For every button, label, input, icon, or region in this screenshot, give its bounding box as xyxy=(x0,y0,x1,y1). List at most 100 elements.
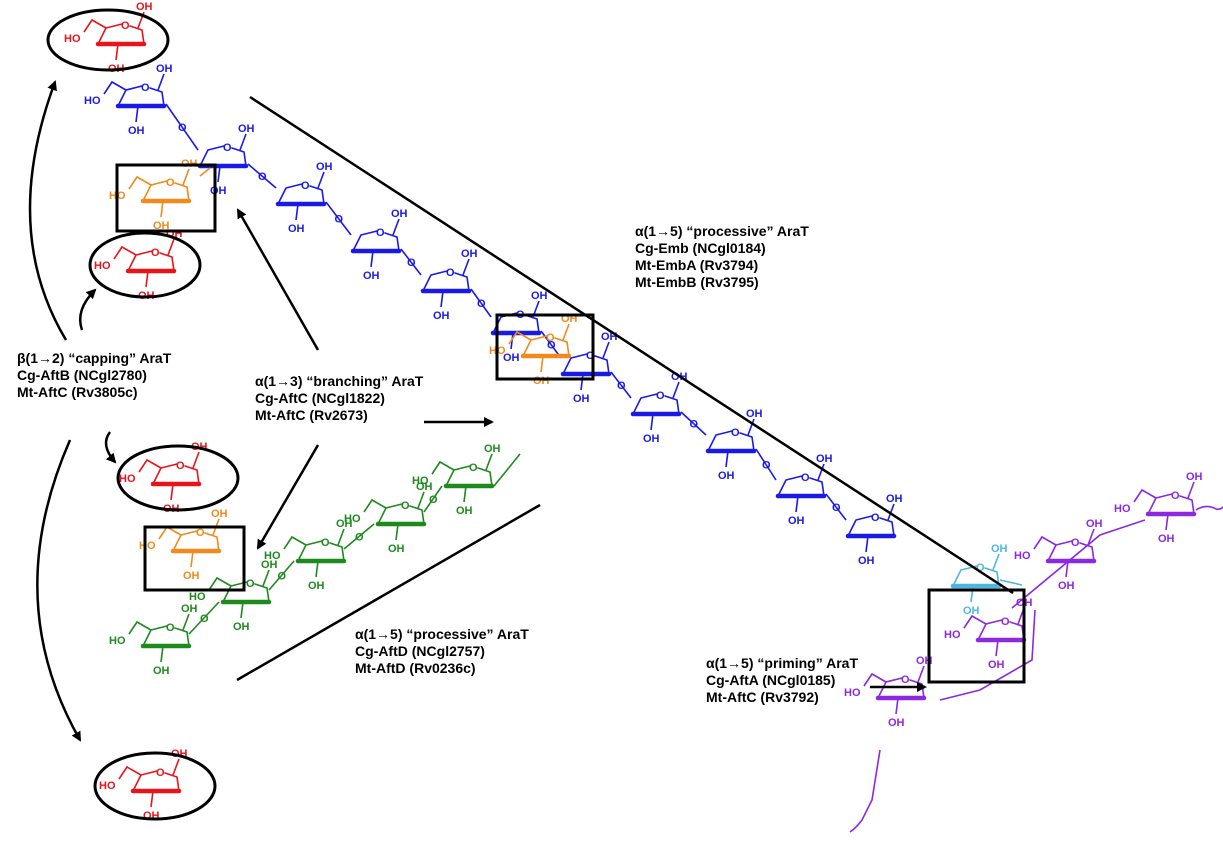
priming-araT-title: α(1→5) “priming” AraT xyxy=(706,655,858,671)
main-chain-arabinose: O OH OH xyxy=(420,248,478,322)
priming-araT-label: α(1→5) “priming” AraT Cg-AftA (NCgl0185)… xyxy=(706,655,858,706)
glycosidic-bond xyxy=(835,506,847,521)
primary-hydroxyl-label: HO xyxy=(264,550,281,562)
branching-araT-mt: Mt-AftC (Rv2673) xyxy=(255,407,368,423)
hydroxyl-label: OH xyxy=(363,270,380,282)
main-chain-arabinose: O OH OH xyxy=(775,453,833,527)
processive-top-araT-title: α(1→5) “processive” AraT xyxy=(635,223,809,239)
ring-oxygen-label: O xyxy=(166,622,175,634)
hydroxyl-label: OH xyxy=(316,161,333,173)
processive-bottom-araT-cg: Cg-AftD (NCgl2757) xyxy=(355,643,485,659)
glycosidic-oxygen-label: O xyxy=(407,257,416,269)
processive-top-araT-label: α(1→5) “processive” AraT Cg-Emb (NCgl018… xyxy=(635,223,809,291)
glycosidic-bond xyxy=(181,126,199,151)
hydroxyl-label: OH xyxy=(336,518,353,530)
primary-hydroxyl-label: HO xyxy=(1114,503,1131,515)
primary-hydroxyl-label: HO xyxy=(139,540,156,552)
glycosidic-bond xyxy=(610,371,622,386)
glycosidic-bond xyxy=(470,288,482,304)
branching-araT-label: α(1→3) “branching” AraT Cg-AftC (NCgl182… xyxy=(255,373,423,424)
ring-oxygen-label: O xyxy=(376,227,385,239)
hydroxyl-label: OH xyxy=(1186,471,1203,483)
capping-arrow-small xyxy=(78,288,97,331)
branching-arrow-down xyxy=(256,444,320,550)
hydroxyl-label: OH xyxy=(261,559,278,571)
glycosidic-bond xyxy=(680,411,695,425)
priming-araT-cg: Cg-AftA (NCgl0185) xyxy=(706,672,836,688)
primary-hydroxyl-label: HO xyxy=(944,629,961,641)
capping-unit-outline xyxy=(88,231,202,299)
hydroxyl-label: OH xyxy=(858,555,875,567)
branching-araT-cg: Cg-AftC (NCgl1822) xyxy=(255,390,385,406)
primary-hydroxyl-label: HO xyxy=(412,475,429,487)
priming-araT-mt: Mt-AftC (Rv3792) xyxy=(706,689,819,705)
ring-oxygen-label: O xyxy=(469,462,478,474)
glycosidic-bond xyxy=(247,163,263,177)
ring-oxygen-label: O xyxy=(801,472,810,484)
ring-oxygen-label: O xyxy=(246,578,255,590)
hydroxyl-label: OH xyxy=(456,505,473,517)
hydroxyl-label: OH xyxy=(888,717,905,729)
glycosidic-bond xyxy=(268,574,283,591)
hydroxyl-label: OH xyxy=(416,481,433,493)
ring-oxygen-label: O xyxy=(731,427,740,439)
branching-arrow-up xyxy=(236,208,320,351)
glycosidic-oxygen-label: O xyxy=(355,532,364,544)
hydroxyl-label: OH xyxy=(788,515,805,527)
ring-oxygen-label: O xyxy=(301,180,310,192)
glycosidic-oxygen-label: O xyxy=(762,460,771,472)
galactan-continuation xyxy=(849,749,881,833)
ring-oxygen-label: O xyxy=(901,674,910,686)
primary-hydroxyl-label: HO xyxy=(344,513,361,525)
primary-hydroxyl-label: HO xyxy=(1014,550,1031,562)
primary-hydroxyl-label: HO xyxy=(844,687,861,699)
hydroxyl-label: OH xyxy=(308,580,325,592)
hydroxyl-label: OH xyxy=(503,352,520,364)
hydroxyl-label: OH xyxy=(461,248,478,260)
ring-oxygen-label: O xyxy=(1001,616,1010,628)
primary-hydroxyl-label: HO xyxy=(109,635,126,647)
hydroxyl-label: OH xyxy=(1058,580,1075,592)
glycosidic-oxygen-label: O xyxy=(832,502,841,514)
hydroxyl-label: OH xyxy=(886,493,903,505)
ring-oxygen-label: O xyxy=(156,767,165,779)
hydroxyl-label: OH xyxy=(988,659,1005,671)
hydroxyl-label: OH xyxy=(181,603,198,615)
branch-linkage xyxy=(199,167,211,177)
ring-oxygen-label: O xyxy=(121,20,130,32)
processive-bottom-bracket xyxy=(236,503,541,682)
glycosidic-bond xyxy=(400,248,412,263)
hydroxyl-label: OH xyxy=(128,125,145,137)
galactan-backbone xyxy=(939,609,1036,701)
branch-unit-outline xyxy=(143,525,246,592)
glycosidic-bond xyxy=(480,302,492,318)
hydroxyl-label: OH xyxy=(816,453,833,465)
galactan-backbone xyxy=(1011,519,1146,609)
hydroxyl-label: OH xyxy=(643,433,660,445)
glycosidic-oxygen-label: O xyxy=(200,613,209,625)
glycosidic-oxygen-label: O xyxy=(335,214,344,226)
hydroxyl-label: OH xyxy=(433,310,450,322)
capping-araT-label: β(1→2) “capping” AraT Cg-AftB (NCgl2780)… xyxy=(17,350,171,401)
ring-oxygen-label: O xyxy=(446,267,455,279)
glycosidic-bond xyxy=(165,103,183,128)
capping-araT-cg: Cg-AftB (NCgl2780) xyxy=(17,367,147,383)
glycosidic-oxygen-label: O xyxy=(617,380,626,392)
ring-oxygen-label: O xyxy=(196,527,205,539)
processive-bottom-araT-label: α(1→5) “processive” AraT Cg-AftD (NCgl27… xyxy=(355,626,529,677)
glycosidic-bond xyxy=(261,175,277,189)
glycosidic-bond xyxy=(337,218,352,236)
glycosidic-bond xyxy=(343,535,360,550)
